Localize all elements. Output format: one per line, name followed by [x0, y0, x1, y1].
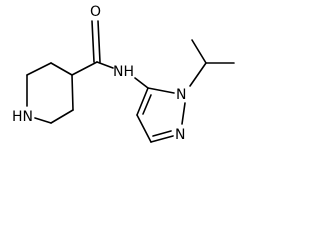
bond-pz-c4-c5-outer	[136, 87, 149, 116]
molecule-diagram: O NH N N HN	[12, 4, 235, 143]
bond-pip-c6-c5	[50, 109, 74, 124]
bond-pz-c3-c4	[136, 114, 152, 143]
bond-carbonyl-o-1	[91, 20, 95, 63]
atom-label-pyrazole-n1: N	[176, 87, 186, 103]
bond-nh-c5	[134, 77, 149, 89]
bond-pz-n2-c3-inner	[152, 130, 172, 137]
bond-ch-me1	[191, 39, 207, 64]
atom-label-pyrazole-n2: N	[175, 127, 185, 143]
bond-pz-n1-n2	[181, 102, 186, 125]
bond-carbonyl-n	[96, 61, 114, 69]
atom-label-carbonyl-o: O	[90, 4, 101, 20]
bond-pip-n1-c6	[34, 117, 52, 124]
structure-svg: O NH N N HN	[12, 4, 235, 143]
bond-pip-c4-c3	[50, 62, 73, 76]
bond-carbonyl-o-2	[97, 20, 101, 63]
bond-pz-n2-c3-outer	[150, 135, 174, 143]
bond-pz-c5-n1	[147, 87, 175, 94]
bond-c4-carbonyl	[71, 61, 98, 76]
bond-pip-c5-c4	[71, 74, 74, 111]
bond-pip-c3-c2	[26, 62, 52, 76]
atom-label-amide-nh: NH	[113, 64, 134, 80]
bond-n1-ch	[189, 62, 207, 87]
bond-pz-c4-c5-inner	[142, 94, 152, 115]
atom-label-piperidine-nh: HN	[12, 109, 33, 125]
